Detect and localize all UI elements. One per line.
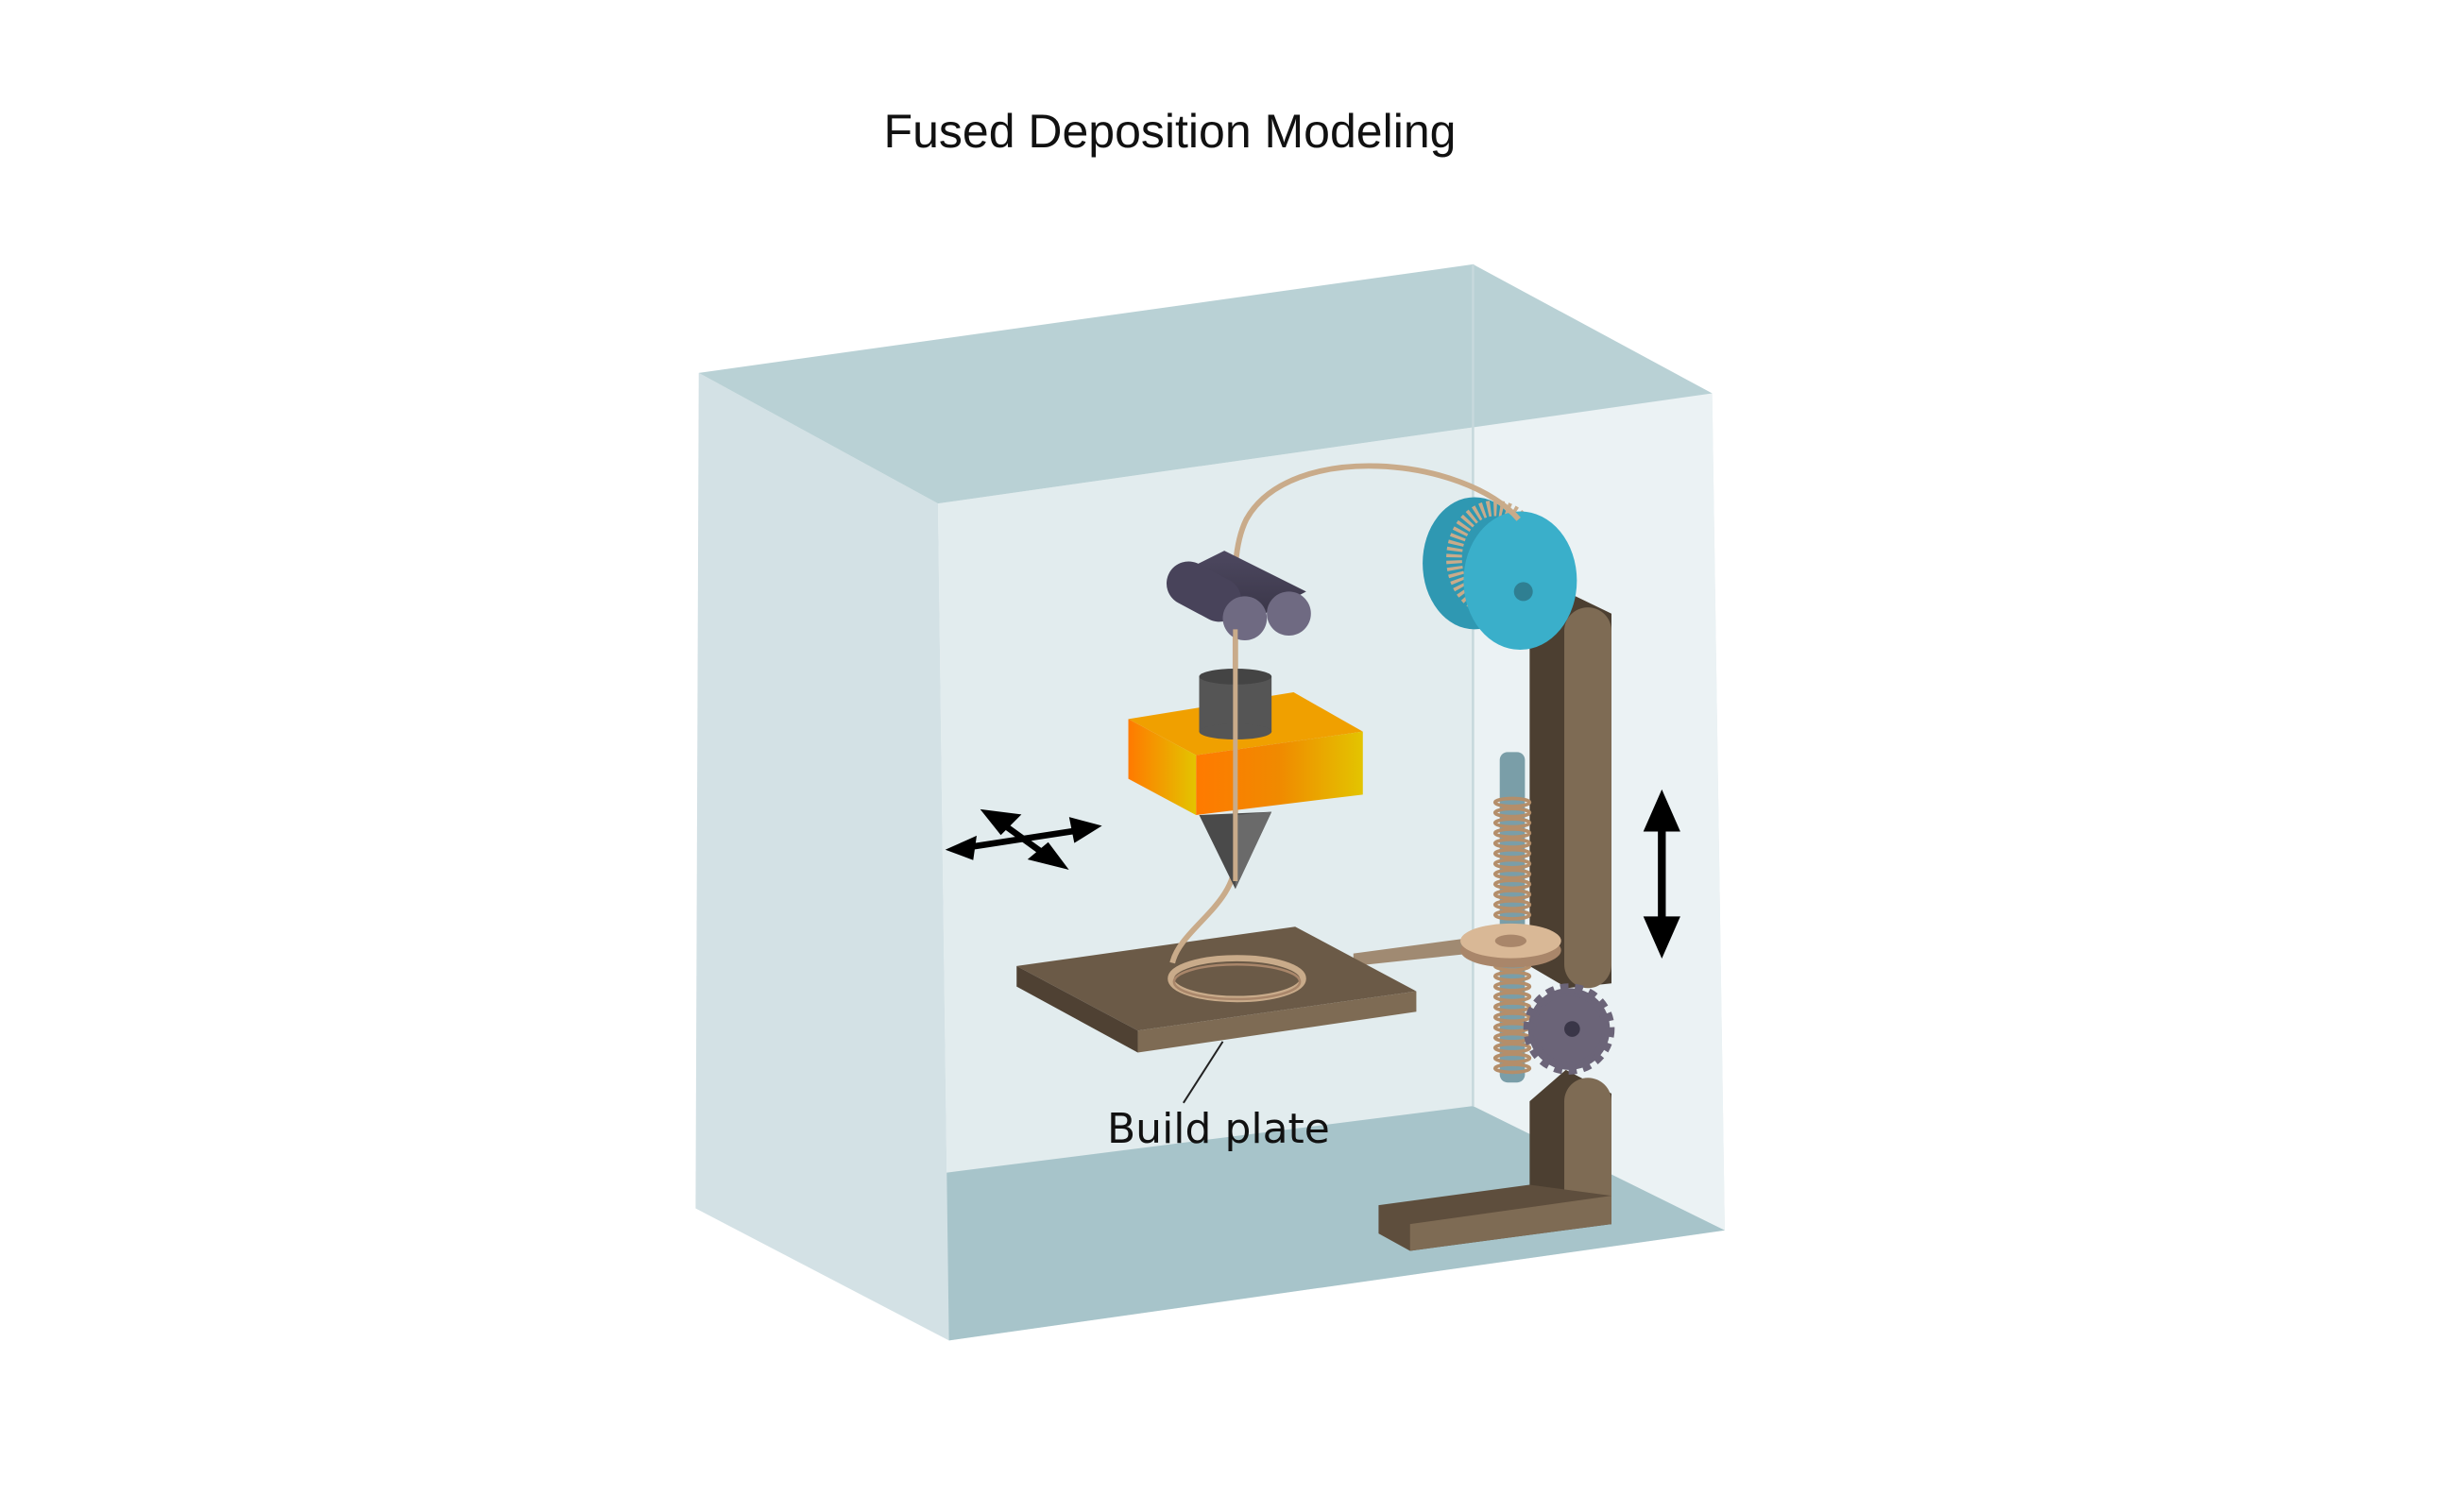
- filament-strand: [1169, 463, 1521, 964]
- screw-thread: [1492, 1052, 1532, 1064]
- extruder-head: [1128, 629, 1363, 890]
- screw-thread: [1492, 980, 1532, 993]
- screw-thread: [1492, 909, 1532, 921]
- screw-thread: [1492, 970, 1532, 982]
- build-plate-label: Build plate: [1107, 1105, 1330, 1153]
- filament-spool: [1423, 497, 1577, 651]
- plate-carriage: [1353, 923, 1561, 968]
- screw-thread: [1492, 827, 1532, 840]
- enclosure-floor: [937, 1106, 1725, 1341]
- build-plate: [1016, 926, 1417, 1104]
- screw-thread: [1492, 796, 1532, 808]
- enclosure-left-wall: [695, 372, 949, 1341]
- screw-thread: [1492, 1042, 1532, 1054]
- diagram-title: Fused Deposition Modeling: [883, 105, 1457, 158]
- screw-thread: [1492, 878, 1532, 891]
- screw-thread: [1492, 817, 1532, 829]
- feed-rollers: [1167, 551, 1311, 641]
- screw-thread: [1492, 1062, 1532, 1075]
- screw-thread: [1492, 837, 1532, 849]
- screw-thread: [1492, 889, 1532, 901]
- build-plate-leader-line: [1183, 1041, 1224, 1104]
- screw-thread: [1492, 1011, 1532, 1024]
- screw-thread: [1492, 807, 1532, 819]
- screw-thread: [1492, 898, 1532, 910]
- screw-thread: [1492, 991, 1532, 1003]
- xy-motion-arrows-icon: [945, 808, 1102, 870]
- screw-thread: [1492, 847, 1532, 859]
- drive-gear-icon: [1523, 983, 1615, 1075]
- enclosure-top: [698, 263, 1713, 504]
- screw-thread: [1492, 868, 1532, 880]
- screw-thread: [1492, 858, 1532, 870]
- lead-screw: [1492, 752, 1532, 1083]
- z-motion-arrow-icon: [1643, 789, 1680, 959]
